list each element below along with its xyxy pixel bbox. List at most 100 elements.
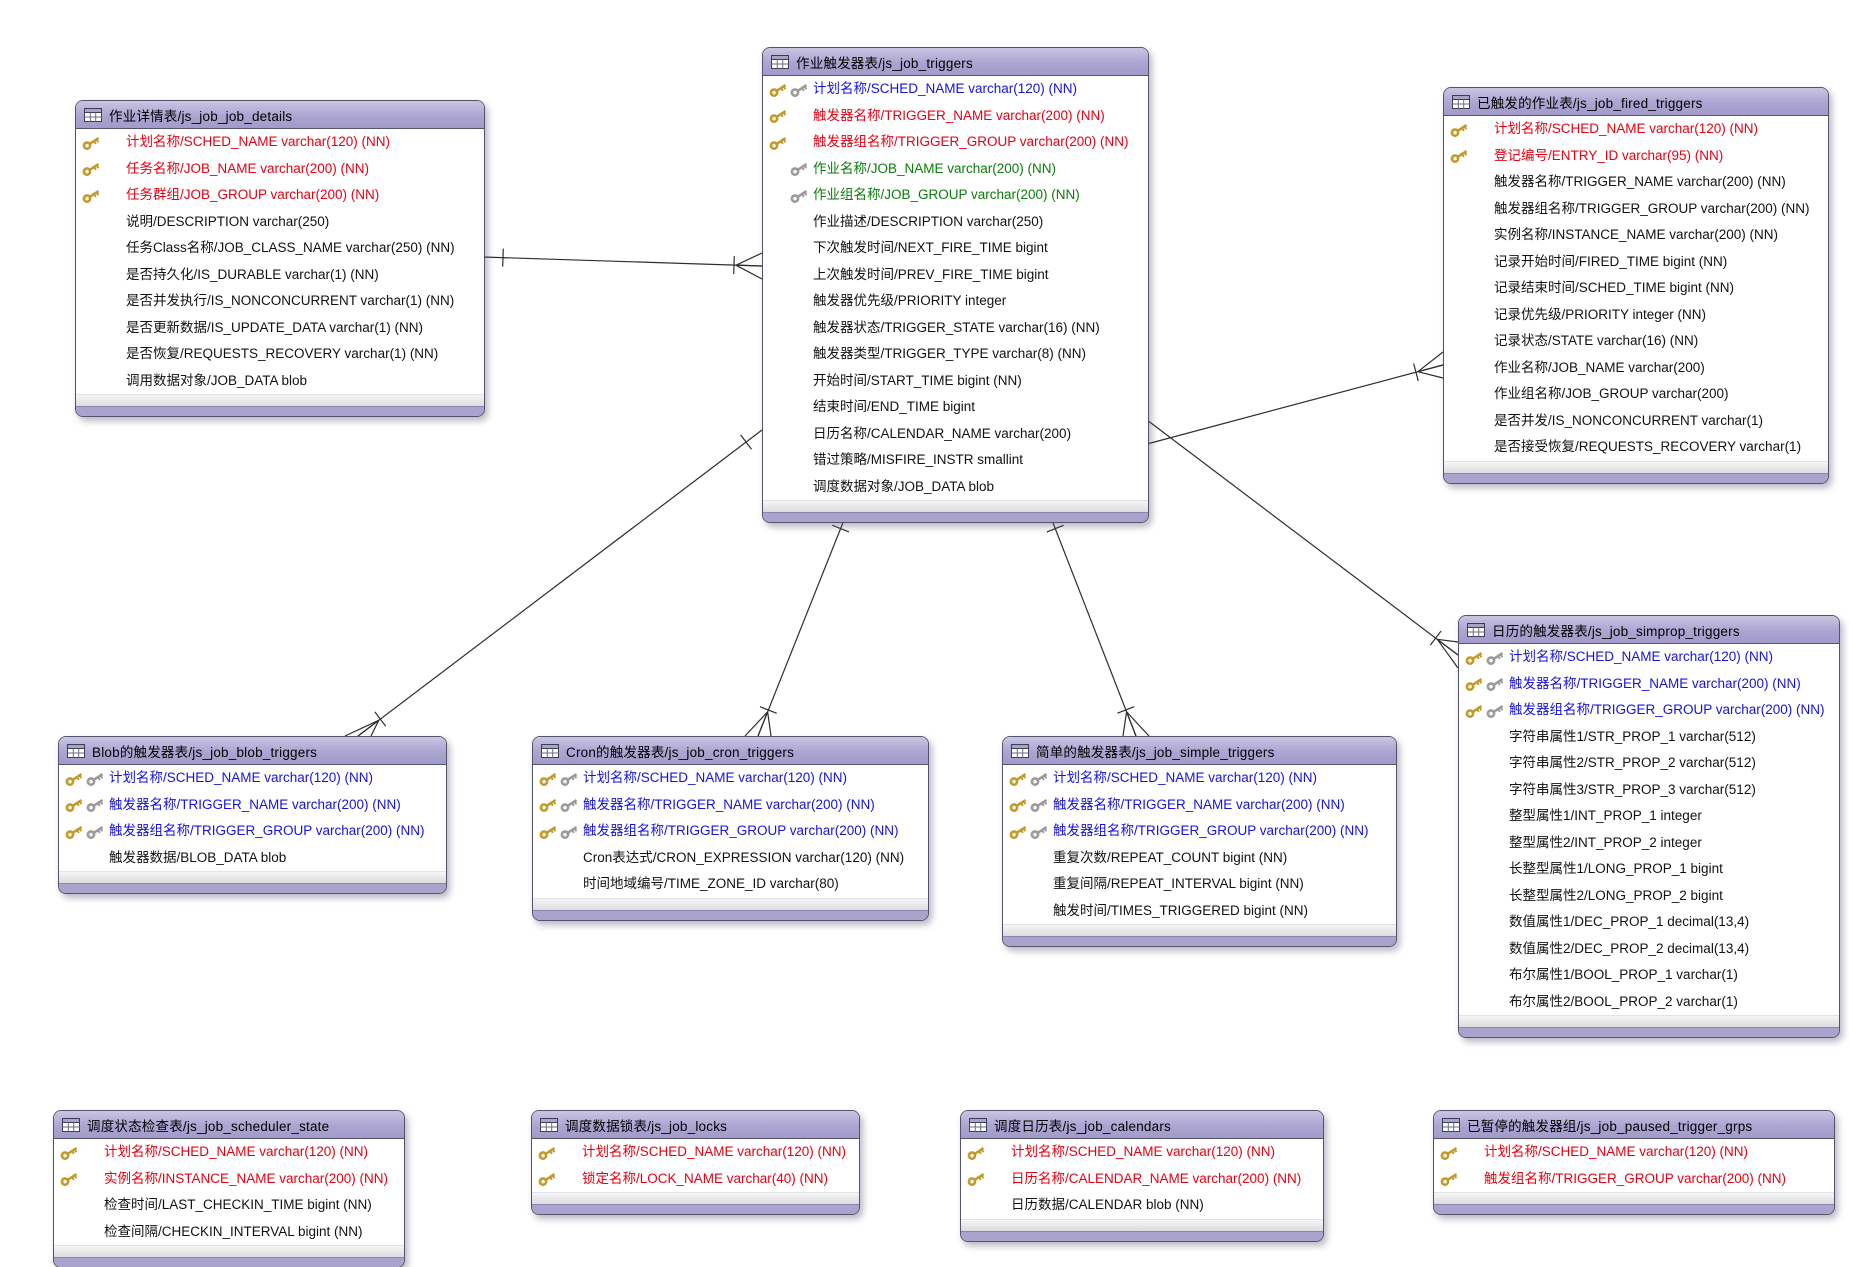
- table-header[interactable]: 简单的触发器表/js_job_simple_triggers: [1003, 737, 1396, 765]
- column-row[interactable]: 检查间隔/CHECKIN_INTERVAL bigint (NN): [54, 1219, 404, 1246]
- column-row[interactable]: 触发器类型/TRIGGER_TYPE varchar(8) (NN): [763, 341, 1148, 368]
- column-row[interactable]: 布尔属性2/BOOL_PROP_2 varchar(1): [1459, 989, 1839, 1016]
- table-header[interactable]: 已暂停的触发器组/js_job_paused_trigger_grps: [1434, 1111, 1834, 1139]
- column-row[interactable]: 作业名称/JOB_NAME varchar(200): [1444, 355, 1828, 382]
- table-header[interactable]: 作业详情表/js_job_job_details: [76, 101, 484, 129]
- table-header[interactable]: 已触发的作业表/js_job_fired_triggers: [1444, 88, 1828, 116]
- column-row[interactable]: 触发组名称/TRIGGER_GROUP varchar(200) (NN): [1434, 1166, 1834, 1193]
- relationship-line-js_job_triggers-js_job_simple_triggers[interactable]: [1046, 509, 1150, 737]
- column-row[interactable]: 是否并发执行/IS_NONCONCURRENT varchar(1) (NN): [76, 288, 484, 315]
- column-row[interactable]: 长整型属性1/LONG_PROP_1 bigint: [1459, 856, 1839, 883]
- column-row[interactable]: 触发器名称/TRIGGER_NAME varchar(200) (NN): [533, 792, 928, 819]
- table-header[interactable]: Cron的触发器表/js_job_cron_triggers: [533, 737, 928, 765]
- table-js_job_paused_trigger_grps[interactable]: 已暂停的触发器组/js_job_paused_trigger_grps 计划名称…: [1433, 1110, 1835, 1215]
- column-row[interactable]: 日历数据/CALENDAR blob (NN): [961, 1192, 1323, 1219]
- column-row[interactable]: 重复间隔/REPEAT_INTERVAL bigint (NN): [1003, 871, 1396, 898]
- table-js_job_scheduler_state[interactable]: 调度状态检查表/js_job_scheduler_state 计划名称/SCHE…: [53, 1110, 405, 1267]
- column-row[interactable]: 触发器组名称/TRIGGER_GROUP varchar(200) (NN): [1459, 697, 1839, 724]
- column-row[interactable]: 触发器组名称/TRIGGER_GROUP varchar(200) (NN): [533, 818, 928, 845]
- column-row[interactable]: 说明/DESCRIPTION varchar(250): [76, 209, 484, 236]
- column-row[interactable]: 计划名称/SCHED_NAME varchar(120) (NN): [533, 765, 928, 792]
- relationship-line-js_job_triggers-js_job_simprop_triggers[interactable]: [1146, 419, 1459, 669]
- table-header[interactable]: 调度状态检查表/js_job_scheduler_state: [54, 1111, 404, 1139]
- column-row[interactable]: 数值属性1/DEC_PROP_1 decimal(13,4): [1459, 909, 1839, 936]
- column-row[interactable]: 记录开始时间/FIRED_TIME bigint (NN): [1444, 249, 1828, 276]
- table-js_job_job_details[interactable]: 作业详情表/js_job_job_details 计划名称/SCHED_NAME…: [75, 100, 485, 417]
- column-row[interactable]: 结束时间/END_TIME bigint: [763, 394, 1148, 421]
- column-row[interactable]: 作业名称/JOB_NAME varchar(200) (NN): [763, 156, 1148, 183]
- column-row[interactable]: 触发时间/TIMES_TRIGGERED bigint (NN): [1003, 898, 1396, 925]
- column-row[interactable]: 计划名称/SCHED_NAME varchar(120) (NN): [763, 76, 1148, 103]
- relationship-line-js_job_triggers-js_job_fired_triggers[interactable]: [1146, 351, 1444, 445]
- table-header[interactable]: 调度日历表/js_job_calendars: [961, 1111, 1323, 1139]
- column-row[interactable]: 整型属性2/INT_PROP_2 integer: [1459, 830, 1839, 857]
- column-row[interactable]: Cron表达式/CRON_EXPRESSION varchar(120) (NN…: [533, 845, 928, 872]
- column-row[interactable]: 触发器名称/TRIGGER_NAME varchar(200) (NN): [59, 792, 446, 819]
- column-row[interactable]: 计划名称/SCHED_NAME varchar(120) (NN): [1459, 644, 1839, 671]
- relationship-line-js_job_triggers-js_job_cron_triggers[interactable]: [744, 509, 850, 737]
- table-js_job_locks[interactable]: 调度数据锁表/js_job_locks 计划名称/SCHED_NAME varc…: [531, 1110, 860, 1215]
- table-js_job_simprop_triggers[interactable]: 日历的触发器表/js_job_simprop_triggers 计划名称/SCH…: [1458, 615, 1840, 1038]
- column-row[interactable]: 是否恢复/REQUESTS_RECOVERY varchar(1) (NN): [76, 341, 484, 368]
- column-row[interactable]: 任务群组/JOB_GROUP varchar(200) (NN): [76, 182, 484, 209]
- column-row[interactable]: 调用数据对象/JOB_DATA blob: [76, 368, 484, 395]
- table-header[interactable]: 日历的触发器表/js_job_simprop_triggers: [1459, 616, 1839, 644]
- column-row[interactable]: 锁定名称/LOCK_NAME varchar(40) (NN): [532, 1166, 859, 1193]
- column-row[interactable]: 任务Class名称/JOB_CLASS_NAME varchar(250) (N…: [76, 235, 484, 262]
- column-row[interactable]: 触发器状态/TRIGGER_STATE varchar(16) (NN): [763, 315, 1148, 342]
- table-js_job_simple_triggers[interactable]: 简单的触发器表/js_job_simple_triggers 计划名称/SCHE…: [1002, 736, 1397, 947]
- column-row[interactable]: 作业描述/DESCRIPTION varchar(250): [763, 209, 1148, 236]
- column-row[interactable]: 调度数据对象/JOB_DATA blob: [763, 474, 1148, 501]
- column-row[interactable]: 作业组名称/JOB_GROUP varchar(200): [1444, 381, 1828, 408]
- table-header[interactable]: Blob的触发器表/js_job_blob_triggers: [59, 737, 446, 765]
- column-row[interactable]: 布尔属性1/BOOL_PROP_1 varchar(1): [1459, 962, 1839, 989]
- column-row[interactable]: 触发器组名称/TRIGGER_GROUP varchar(200) (NN): [1444, 196, 1828, 223]
- column-row[interactable]: 时间地域编号/TIME_ZONE_ID varchar(80): [533, 871, 928, 898]
- column-row[interactable]: 触发器优先级/PRIORITY integer: [763, 288, 1148, 315]
- column-row[interactable]: 触发器数据/BLOB_DATA blob: [59, 845, 446, 872]
- column-row[interactable]: 记录结束时间/SCHED_TIME bigint (NN): [1444, 275, 1828, 302]
- column-row[interactable]: 计划名称/SCHED_NAME varchar(120) (NN): [1003, 765, 1396, 792]
- column-row[interactable]: 触发器组名称/TRIGGER_GROUP varchar(200) (NN): [763, 129, 1148, 156]
- column-row[interactable]: 检查时间/LAST_CHECKIN_TIME bigint (NN): [54, 1192, 404, 1219]
- column-row[interactable]: 上次触发时间/PREV_FIRE_TIME bigint: [763, 262, 1148, 289]
- column-row[interactable]: 任务名称/JOB_NAME varchar(200) (NN): [76, 156, 484, 183]
- column-row[interactable]: 计划名称/SCHED_NAME varchar(120) (NN): [54, 1139, 404, 1166]
- column-row[interactable]: 错过策略/MISFIRE_INSTR smallint: [763, 447, 1148, 474]
- table-js_job_triggers[interactable]: 作业触发器表/js_job_triggers 计划名称/SCHED_NAME v…: [762, 47, 1149, 523]
- column-row[interactable]: 字符串属性3/STR_PROP_3 varchar(512): [1459, 777, 1839, 804]
- column-row[interactable]: 重复次数/REPEAT_COUNT bigint (NN): [1003, 845, 1396, 872]
- column-row[interactable]: 整型属性1/INT_PROP_1 integer: [1459, 803, 1839, 830]
- table-js_job_fired_triggers[interactable]: 已触发的作业表/js_job_fired_triggers 计划名称/SCHED…: [1443, 87, 1829, 484]
- column-row[interactable]: 日历名称/CALENDAR_NAME varchar(200) (NN): [961, 1166, 1323, 1193]
- table-js_job_calendars[interactable]: 调度日历表/js_job_calendars 计划名称/SCHED_NAME v…: [960, 1110, 1324, 1242]
- column-row[interactable]: 登记编号/ENTRY_ID varchar(95) (NN): [1444, 143, 1828, 170]
- column-row[interactable]: 字符串属性1/STR_PROP_1 varchar(512): [1459, 724, 1839, 751]
- table-js_job_cron_triggers[interactable]: Cron的触发器表/js_job_cron_triggers 计划名称/SCHE…: [532, 736, 929, 921]
- relationship-line-js_job_triggers-js_job_blob_triggers[interactable]: [344, 429, 763, 737]
- column-row[interactable]: 触发器名称/TRIGGER_NAME varchar(200) (NN): [1459, 671, 1839, 698]
- column-row[interactable]: 计划名称/SCHED_NAME varchar(120) (NN): [1434, 1139, 1834, 1166]
- column-row[interactable]: 触发器名称/TRIGGER_NAME varchar(200) (NN): [1444, 169, 1828, 196]
- column-row[interactable]: 是否接受恢复/REQUESTS_RECOVERY varchar(1): [1444, 434, 1828, 461]
- column-row[interactable]: 触发器组名称/TRIGGER_GROUP varchar(200) (NN): [1003, 818, 1396, 845]
- column-row[interactable]: 是否持久化/IS_DURABLE varchar(1) (NN): [76, 262, 484, 289]
- column-row[interactable]: 计划名称/SCHED_NAME varchar(120) (NN): [1444, 116, 1828, 143]
- column-row[interactable]: 记录状态/STATE varchar(16) (NN): [1444, 328, 1828, 355]
- column-row[interactable]: 计划名称/SCHED_NAME varchar(120) (NN): [76, 129, 484, 156]
- table-header[interactable]: 调度数据锁表/js_job_locks: [532, 1111, 859, 1139]
- column-row[interactable]: 作业组名称/JOB_GROUP varchar(200) (NN): [763, 182, 1148, 209]
- column-row[interactable]: 实例名称/INSTANCE_NAME varchar(200) (NN): [54, 1166, 404, 1193]
- column-row[interactable]: 触发器名称/TRIGGER_NAME varchar(200) (NN): [763, 103, 1148, 130]
- column-row[interactable]: 实例名称/INSTANCE_NAME varchar(200) (NN): [1444, 222, 1828, 249]
- column-row[interactable]: 长整型属性2/LONG_PROP_2 bigint: [1459, 883, 1839, 910]
- column-row[interactable]: 触发器组名称/TRIGGER_GROUP varchar(200) (NN): [59, 818, 446, 845]
- column-row[interactable]: 记录优先级/PRIORITY integer (NN): [1444, 302, 1828, 329]
- column-row[interactable]: 计划名称/SCHED_NAME varchar(120) (NN): [532, 1139, 859, 1166]
- column-row[interactable]: 下次触发时间/NEXT_FIRE_TIME bigint: [763, 235, 1148, 262]
- column-row[interactable]: 字符串属性2/STR_PROP_2 varchar(512): [1459, 750, 1839, 777]
- column-row[interactable]: 触发器名称/TRIGGER_NAME varchar(200) (NN): [1003, 792, 1396, 819]
- column-row[interactable]: 数值属性2/DEC_PROP_2 decimal(13,4): [1459, 936, 1839, 963]
- column-row[interactable]: 计划名称/SCHED_NAME varchar(120) (NN): [961, 1139, 1323, 1166]
- relationship-line-js_job_job_details-js_job_triggers[interactable]: [482, 248, 763, 280]
